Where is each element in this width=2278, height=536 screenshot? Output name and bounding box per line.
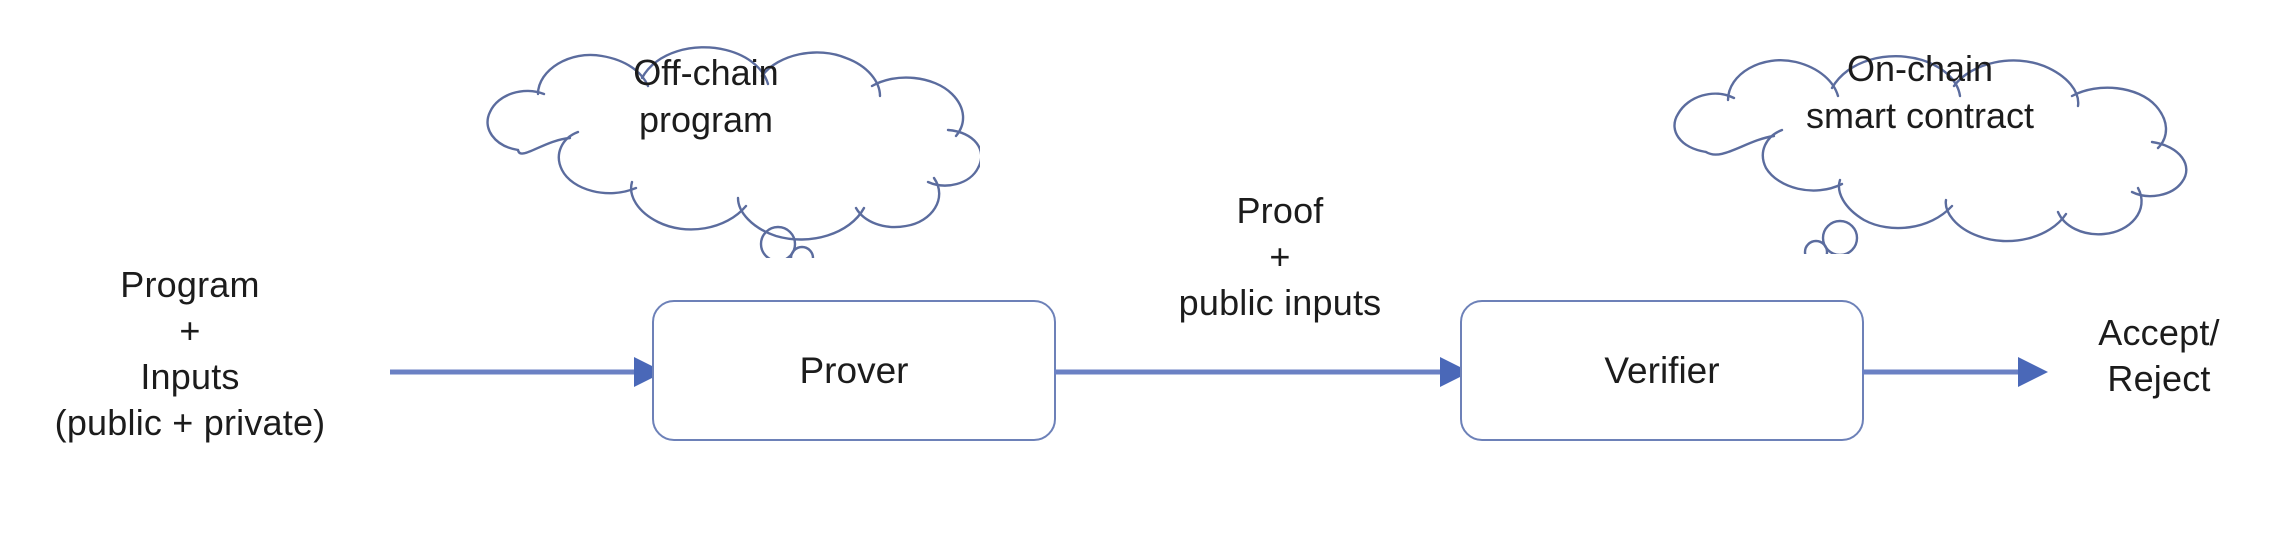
output-label: Accept/ Reject (2098, 312, 2220, 400)
thought-tail-bubble-medium (1803, 239, 1829, 265)
cloud-on-chain-label: On-chain smart contract (1805, 48, 2035, 136)
arrow-prover-to-verifier (1046, 350, 1472, 394)
input-label: Program + Inputs (public + private) (54, 264, 326, 444)
thought-tail-bubble-medium (789, 245, 815, 271)
cloud-off-chain-label: Off-chain program (633, 52, 779, 140)
prover-node-label: Prover (799, 350, 909, 391)
thought-tail-bubble-large (1821, 219, 1859, 257)
verifier-node[interactable]: Verifier (1460, 300, 1864, 441)
thought-tail-bubble-large (759, 225, 797, 263)
arrow-input-to-prover (380, 350, 666, 394)
verifier-node-label: Verifier (1604, 350, 1720, 391)
prover-node[interactable]: Prover (652, 300, 1056, 441)
proof-edge-label: Proof + public inputs (1178, 190, 1382, 324)
arrow-verifier-to-output (1854, 350, 2050, 394)
